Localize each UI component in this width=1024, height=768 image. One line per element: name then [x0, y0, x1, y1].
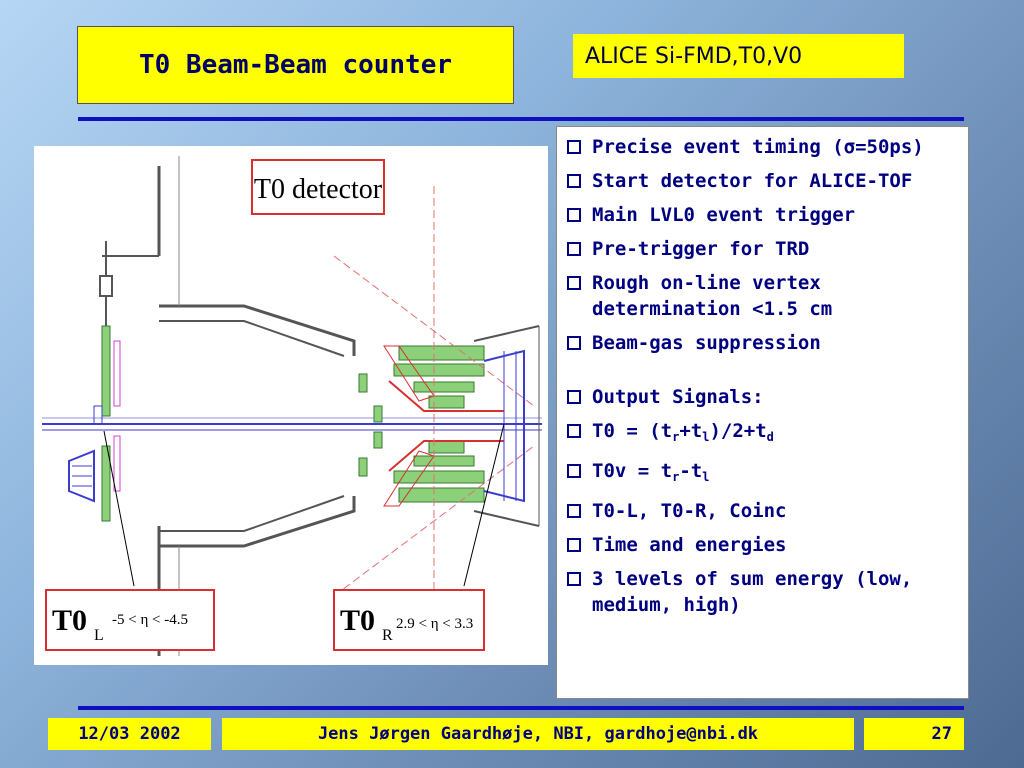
bullet-item: Time and energies [567, 532, 958, 558]
checkbox-bullet-icon [567, 174, 581, 188]
checkbox-bullet-icon [567, 242, 581, 256]
bullet-item: T0-L, T0-R, Coinc [567, 498, 958, 524]
detector-label-box [251, 159, 385, 215]
bullet-item: Main LVL0 event trigger [567, 202, 958, 228]
checkbox-bullet-icon [567, 572, 581, 586]
checkbox-bullet-icon [567, 538, 581, 552]
top-divider [78, 117, 964, 121]
bullet-item: Start detector for ALICE-TOF [567, 168, 958, 194]
t0r-label-range: 2.9 < η < 3.3 [396, 616, 473, 632]
checkbox-bullet-icon [567, 208, 581, 222]
footer-date: 12/03 2002 [48, 718, 211, 750]
formula-subscript: l [702, 470, 710, 484]
formula-part: +t [679, 420, 703, 442]
checkbox-bullet-icon [567, 464, 581, 478]
formula-subscript: r [672, 470, 680, 484]
formula-subscript: l [702, 430, 710, 444]
bullet-list: Precise event timing (σ=50ps) Start dete… [556, 126, 969, 699]
bullet-text: Pre-trigger for TRD [592, 238, 810, 260]
bullet-text: Start detector for ALICE-TOF [592, 170, 913, 192]
bullet-formula-t0v: T0v = tr-tl [592, 458, 958, 490]
bullet-formula-t0: T0 = (tr+tl)/2+td [592, 418, 958, 450]
bullet-text: Beam-gas suppression [592, 332, 821, 354]
t0r-label-main: T0 [340, 604, 375, 637]
footer-page-number: 27 [864, 718, 964, 750]
bullet-text: Precise event timing (σ=50ps) [592, 136, 924, 158]
bullet-text: Time and energies [592, 534, 787, 556]
bullet-item: Precise event timing (σ=50ps) [567, 134, 958, 160]
t0l-label-sub: L [94, 627, 104, 644]
bullet-text: Rough on-line vertex determination <1.5 … [592, 272, 833, 320]
formula-part: )/2+t [709, 420, 767, 442]
formula-part: T0v = t [592, 460, 673, 482]
bullet-item: 3 levels of sum energy (low, medium, hig… [567, 566, 958, 618]
bullet-item: Beam-gas suppression [567, 330, 958, 356]
detector-diagram: T0 detector T0 L -5 < η < -4.5 T0 R 2.9 … [34, 146, 548, 665]
bullet-item: Pre-trigger for TRD [567, 236, 958, 262]
checkbox-bullet-icon [567, 276, 581, 290]
formula-subscript: d [766, 430, 774, 444]
formula-part: -t [679, 460, 703, 482]
checkbox-bullet-icon [567, 504, 581, 518]
formula-subscript: r [672, 430, 680, 444]
checkbox-bullet-icon [567, 390, 581, 404]
detector-label: T0 detector [254, 174, 383, 205]
t0r-label-sub: R [382, 627, 393, 644]
slide-subtitle: ALICE Si-FMD,T0,V0 [573, 34, 904, 78]
bullet-item: Output Signals: [567, 384, 958, 410]
bullet-item: T0 = (tr+tl)/2+td [567, 418, 958, 450]
t0l-label-box [45, 589, 215, 651]
bottom-divider [78, 706, 964, 710]
bullet-text: Main LVL0 event trigger [592, 204, 856, 226]
checkbox-bullet-icon [567, 424, 581, 438]
bullet-text: T0-L, T0-R, Coinc [592, 500, 787, 522]
checkbox-bullet-icon [567, 336, 581, 350]
bullet-text: 3 levels of sum energy (low, medium, hig… [592, 568, 913, 616]
formula-part: T0 = (t [592, 420, 673, 442]
t0r-label-box [333, 589, 485, 651]
slide-title: T0 Beam-Beam counter [77, 26, 514, 104]
t0l-label-range: -5 < η < -4.5 [112, 612, 188, 628]
footer-author: Jens Jørgen Gaardhøje, NBI, gardhoje@nbi… [222, 718, 854, 750]
bullet-item: T0v = tr-tl [567, 458, 958, 490]
bullet-text: Output Signals: [592, 386, 764, 408]
t0l-label-main: T0 [52, 604, 87, 637]
bullet-item: Rough on-line vertex determination <1.5 … [567, 270, 958, 322]
checkbox-bullet-icon [567, 140, 581, 154]
